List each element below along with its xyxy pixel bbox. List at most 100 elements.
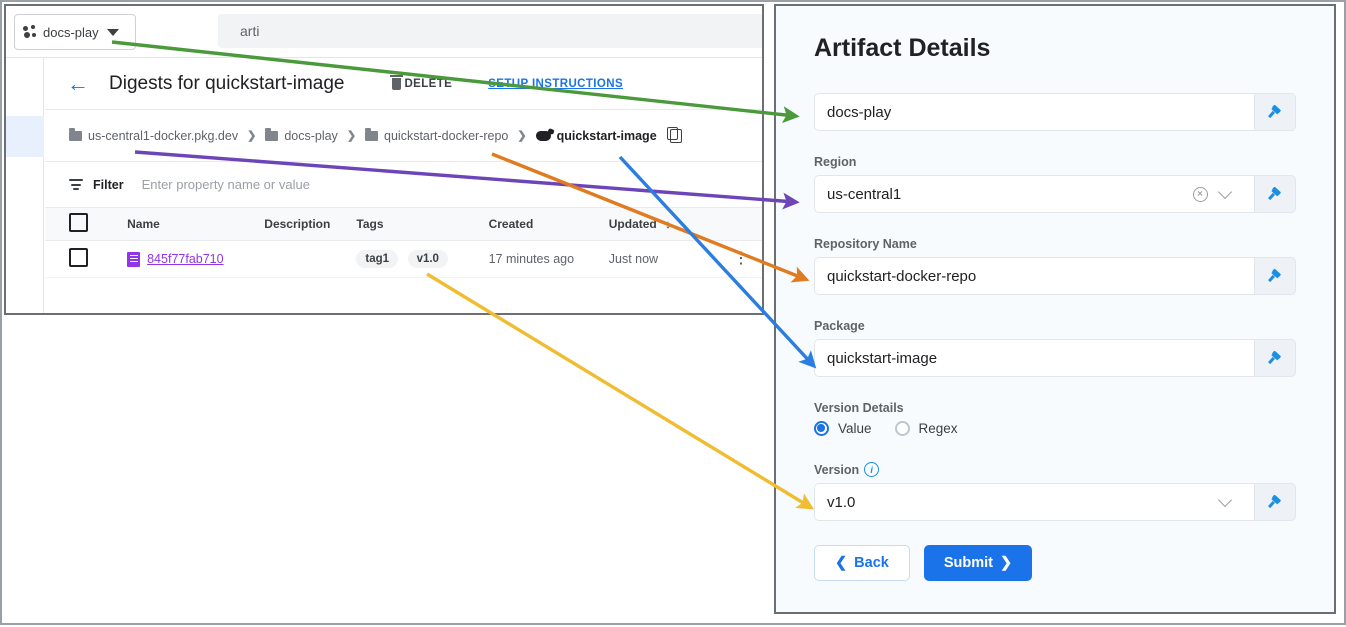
setup-instructions-link[interactable]: SETUP INSTRUCTIONS — [488, 77, 624, 90]
panel-title: Artifact Details — [814, 34, 991, 62]
breadcrumb-separator: ❯ — [346, 130, 357, 142]
radio-regex[interactable] — [894, 421, 910, 436]
breadcrumb-label: quickstart-image — [556, 128, 657, 143]
version-field-value: v1.0 — [827, 493, 856, 511]
search-input[interactable]: arti — [218, 14, 762, 48]
back-arrow-icon[interactable]: ← — [67, 70, 89, 96]
submit-chevron-icon: ❯ — [999, 555, 1013, 571]
project-name-label: docs-play — [43, 24, 99, 40]
folder-icon — [69, 127, 82, 141]
delete-button[interactable]: DELETE — [390, 74, 453, 90]
region-field-label: Region — [814, 155, 857, 169]
row-checkbox[interactable] — [69, 248, 88, 267]
chevron-down-icon[interactable] — [1217, 492, 1233, 507]
filter-bar: Filter Enter property name or value — [45, 162, 762, 208]
console-content: ← Digests for quickstart-image DELETE SE… — [45, 58, 762, 313]
package-field[interactable]: quickstart-image — [814, 339, 1254, 377]
project-pin-button[interactable] — [1254, 93, 1296, 131]
delete-button-label: DELETE — [404, 77, 453, 90]
console-topbar: docs-play arti — [6, 6, 762, 58]
back-button-label: Back — [854, 555, 889, 571]
column-header-description[interactable]: Description — [263, 208, 356, 241]
column-header-updated[interactable]: Updated ↓ — [607, 208, 720, 241]
repository-field-row: quickstart-docker-repo — [814, 257, 1296, 295]
chevron-down-icon — [106, 28, 119, 36]
breadcrumb-separator: ❯ — [247, 130, 257, 142]
column-header-created[interactable]: Created — [487, 208, 608, 241]
docker-whale-icon — [535, 130, 551, 141]
project-dots-icon — [23, 25, 37, 39]
repository-field-value: quickstart-docker-repo — [827, 267, 977, 285]
version-details-radio-group: Value Regex — [814, 421, 1296, 436]
copy-icon[interactable] — [666, 126, 682, 143]
trash-icon — [390, 74, 404, 90]
breadcrumb-item-registry[interactable]: us-central1-docker.pkg.dev — [69, 127, 238, 143]
breadcrumb-item-repo[interactable]: quickstart-docker-repo — [365, 127, 508, 143]
radio-value[interactable] — [814, 421, 829, 436]
project-field-value: docs-play — [827, 103, 892, 121]
pin-icon — [1267, 186, 1282, 201]
search-input-value: arti — [240, 23, 260, 39]
row-updated-cell: Just now — [607, 240, 720, 278]
table-row[interactable]: 845f77fab710 tag1 v1.0 17 minutes ago Ju… — [45, 240, 762, 278]
select-all-header — [45, 208, 127, 241]
rail-active-item[interactable] — [6, 116, 44, 157]
artifact-details-panel: Artifact Details docs-play Region us-cen… — [774, 4, 1336, 614]
pin-icon — [1267, 104, 1282, 119]
project-field[interactable]: docs-play — [814, 93, 1254, 131]
breadcrumb-item-image[interactable]: quickstart-image — [535, 128, 657, 143]
submit-button[interactable]: Submit ❯ — [923, 545, 1033, 581]
region-pin-button[interactable] — [1254, 175, 1296, 213]
back-button[interactable]: ❮ Back — [814, 545, 910, 581]
package-field-label: Package — [814, 319, 865, 333]
row-description-cell — [263, 240, 356, 278]
breadcrumb-label: docs-play — [284, 128, 338, 143]
version-details-label: Version Details — [814, 401, 904, 415]
breadcrumb-item-project[interactable]: docs-play — [265, 127, 338, 143]
package-field-row: quickstart-image — [814, 339, 1296, 377]
info-icon[interactable]: i — [864, 462, 880, 477]
pin-icon — [1267, 350, 1282, 365]
version-label-text: Version — [814, 462, 860, 477]
kebab-menu-icon[interactable]: ⋮ — [732, 250, 749, 267]
radio-regex-label: Regex — [918, 421, 958, 436]
repository-pin-button[interactable] — [1254, 257, 1296, 295]
column-header-name[interactable]: Name — [126, 208, 264, 241]
breadcrumb-separator: ❯ — [517, 130, 527, 142]
radio-value-label: Value — [838, 421, 872, 436]
clear-icon[interactable] — [1193, 186, 1208, 202]
column-header-menu — [719, 208, 762, 241]
package-field-value: quickstart-image — [827, 349, 938, 367]
filter-icon — [69, 179, 83, 190]
panel-actions: ❮ Back Submit ❯ — [814, 545, 1296, 581]
chevron-down-icon[interactable] — [1217, 184, 1233, 199]
region-field-row: us-central1 — [814, 175, 1296, 213]
table-header-row: Name Description Tags Created Updated ↓ — [45, 208, 762, 241]
tag-chip[interactable]: v1.0 — [407, 250, 448, 268]
digests-table: Name Description Tags Created Updated ↓ — [45, 208, 762, 278]
folder-icon — [265, 127, 279, 141]
version-field[interactable]: v1.0 — [814, 483, 1254, 521]
sort-arrow-icon: ↓ — [665, 217, 672, 231]
version-pin-button[interactable] — [1254, 483, 1296, 521]
region-field-value: us-central1 — [827, 185, 902, 203]
breadcrumb: us-central1-docker.pkg.dev ❯ docs-play ❯… — [45, 110, 762, 162]
version-field-label: Version i — [814, 462, 1296, 477]
filter-input[interactable]: Enter property name or value — [141, 177, 310, 192]
project-selector[interactable]: docs-play — [14, 14, 136, 50]
submit-button-label: Submit — [943, 555, 993, 571]
digest-link[interactable]: 845f77fab710 — [147, 252, 224, 266]
page-header: ← Digests for quickstart-image DELETE SE… — [45, 58, 762, 110]
repository-field[interactable]: quickstart-docker-repo — [814, 257, 1254, 295]
package-pin-button[interactable] — [1254, 339, 1296, 377]
filter-label: Filter — [93, 177, 124, 192]
select-all-checkbox[interactable] — [69, 213, 88, 232]
tag-chip[interactable]: tag1 — [356, 250, 399, 268]
cloud-console-window: docs-play arti ← Digests for quickstart-… — [4, 4, 764, 315]
region-field[interactable]: us-central1 — [814, 175, 1254, 213]
page-title: Digests for quickstart-image — [109, 72, 345, 94]
column-header-tags[interactable]: Tags — [355, 208, 488, 241]
digest-icon — [127, 251, 141, 267]
project-field-row: docs-play — [814, 93, 1296, 131]
